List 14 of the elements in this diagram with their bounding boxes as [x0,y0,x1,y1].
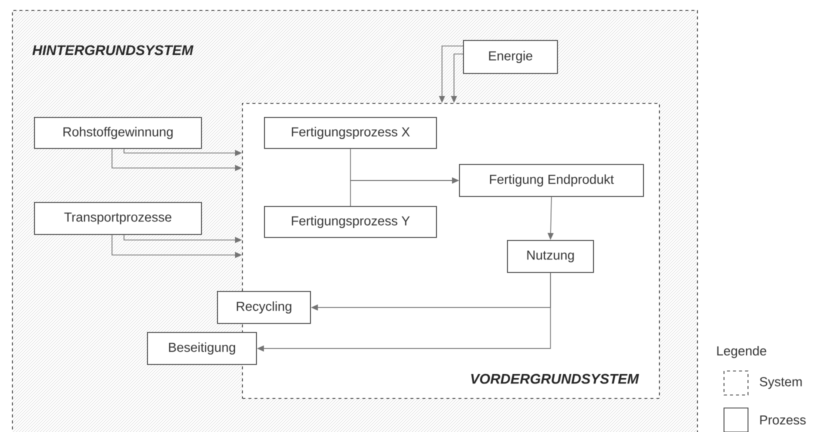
process-box: Recycling [217,291,311,324]
process-box: Fertigungsprozess Y [264,206,437,238]
legend-label: Prozess [760,415,806,425]
process-box: Transportprozesse [34,202,202,235]
process-box: Beseitigung [147,332,257,365]
process-box: Energie [463,40,558,74]
process-box: Fertigungsprozess X [264,117,437,149]
process-box: Rohstoffgewinnung [34,117,202,149]
legend-title: Legende [717,346,766,358]
process-box: Nutzung [507,240,594,273]
legend-label: System [760,377,802,389]
system-title: VORDERGRUNDSYSTEM [471,374,640,384]
process-box: Fertigung Endprodukt [459,164,644,197]
system-title: HINTERGRUNDSYSTEM [32,45,194,56]
